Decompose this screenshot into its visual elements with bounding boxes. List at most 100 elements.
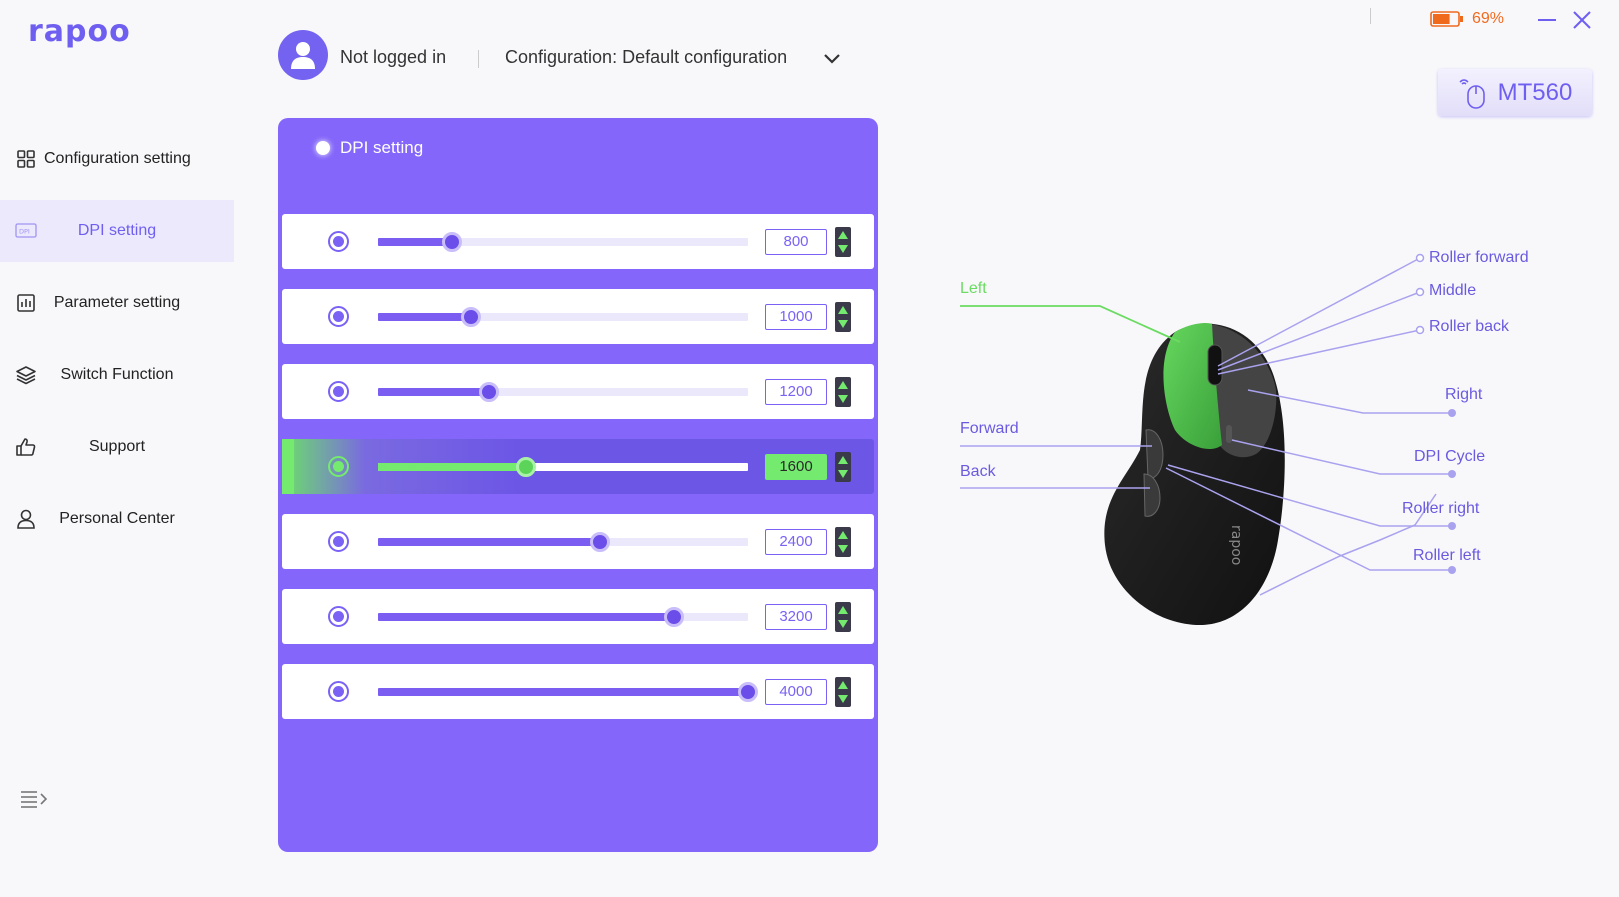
sidebar-item-switch-function[interactable]: Switch Function — [0, 344, 234, 406]
dpi-slider[interactable] — [378, 307, 748, 327]
label-middle[interactable]: Middle — [1429, 282, 1477, 299]
dpi-level-row[interactable]: 1200 — [282, 364, 874, 419]
stepper-up-icon[interactable] — [838, 606, 848, 614]
login-status[interactable]: Not logged in — [340, 47, 447, 67]
label-roller-right[interactable]: Roller right — [1402, 500, 1480, 517]
dpi-slider-handle[interactable] — [442, 232, 462, 252]
label-back[interactable]: Back — [960, 463, 996, 480]
label-dpi-cycle[interactable]: DPI Cycle — [1414, 448, 1486, 465]
dpi-slider[interactable] — [378, 232, 748, 252]
dpi-panel-title: DPI setting — [340, 138, 424, 157]
rapoo-logo: rapoo — [28, 14, 131, 49]
battery-percent: 69% — [1472, 10, 1505, 27]
dpi-panel-header: DPI setting — [316, 138, 423, 158]
panel-indicator-dot — [316, 141, 330, 155]
collapse-menu-icon[interactable] — [20, 788, 48, 810]
dpi-level-row[interactable]: 3200 — [282, 589, 874, 644]
stepper-up-icon[interactable] — [838, 306, 848, 314]
dpi-stepper[interactable] — [835, 527, 851, 557]
sidebar-item-label: Switch Function — [60, 366, 174, 383]
stepper-up-icon[interactable] — [838, 231, 848, 239]
dpi-stepper[interactable] — [835, 302, 851, 332]
window-divider — [1370, 8, 1371, 24]
dpi-stepper[interactable] — [835, 602, 851, 632]
device-name: MT560 — [1497, 78, 1573, 106]
sidebar-item-label: Personal Center — [59, 510, 175, 527]
close-button[interactable] — [1570, 8, 1594, 32]
dpi-level-row-active[interactable]: 1600 — [282, 439, 874, 494]
stepper-up-icon[interactable] — [838, 456, 848, 464]
dpi-value-input[interactable]: 3200 — [765, 604, 827, 630]
dpi-slider[interactable] — [378, 532, 748, 552]
dpi-slider[interactable] — [378, 457, 748, 477]
stepper-up-icon[interactable] — [838, 381, 848, 389]
dpi-stepper[interactable] — [835, 227, 851, 257]
minimize-button[interactable] — [1535, 6, 1559, 30]
dpi-slider-handle[interactable] — [461, 307, 481, 327]
dpi-level-radio[interactable] — [328, 681, 349, 702]
dpi-level-radio[interactable] — [328, 231, 349, 252]
grid-icon — [15, 148, 37, 170]
user-avatar-icon — [291, 42, 315, 69]
dpi-slider-handle[interactable] — [738, 682, 758, 702]
dpi-slider-handle[interactable] — [516, 457, 536, 477]
stepper-down-icon[interactable] — [838, 470, 848, 478]
configuration-selector[interactable]: Configuration: Default configuration — [505, 47, 788, 67]
dpi-level-radio[interactable] — [328, 456, 349, 477]
dpi-stepper[interactable] — [835, 677, 851, 707]
label-right[interactable]: Right — [1445, 386, 1483, 403]
dpi-slider[interactable] — [378, 682, 758, 702]
user-icon — [15, 508, 37, 530]
sidebar-item-label: Support — [88, 438, 146, 455]
dpi-icon: DPI — [15, 220, 37, 242]
stepper-down-icon[interactable] — [838, 320, 848, 328]
stepper-up-icon[interactable] — [838, 681, 848, 689]
label-forward[interactable]: Forward — [960, 420, 1019, 437]
sidebar-item-personal-center[interactable]: Personal Center — [0, 488, 234, 550]
dpi-slider-handle[interactable] — [664, 607, 684, 627]
dpi-slider-handle[interactable] — [590, 532, 610, 552]
dpi-value-input[interactable]: 1200 — [765, 379, 827, 405]
mouse-button-diagram: rapoo Left Roller forward Middle Rol — [960, 240, 1529, 640]
dpi-value-input[interactable]: 4000 — [765, 679, 827, 705]
sidebar-item-dpi-setting[interactable]: DPI DPI setting — [0, 200, 234, 262]
stepper-down-icon[interactable] — [838, 620, 848, 628]
sidebar-item-label: Parameter setting — [53, 294, 181, 311]
dpi-slider[interactable] — [378, 607, 748, 627]
dpi-value-input[interactable]: 2400 — [765, 529, 827, 555]
dpi-value-input[interactable]: 1000 — [765, 304, 827, 330]
user-avatar[interactable] — [278, 30, 328, 80]
dpi-level-row[interactable]: 4000 — [282, 664, 874, 719]
header-divider — [478, 50, 479, 68]
sidebar-item-configuration-setting[interactable]: Configuration setting — [0, 128, 234, 190]
sidebar-item-support[interactable]: Support — [0, 416, 234, 478]
stepper-down-icon[interactable] — [838, 395, 848, 403]
stepper-down-icon[interactable] — [838, 545, 848, 553]
dpi-slider-handle[interactable] — [479, 382, 499, 402]
stepper-down-icon[interactable] — [838, 245, 848, 253]
stepper-up-icon[interactable] — [838, 531, 848, 539]
dpi-slider[interactable] — [378, 382, 748, 402]
dpi-level-row[interactable]: 2400 — [282, 514, 874, 569]
sidebar-item-parameter-setting[interactable]: Parameter setting — [0, 272, 234, 334]
dpi-level-row[interactable]: 1000 — [282, 289, 874, 344]
dpi-level-row[interactable]: 800 — [282, 214, 874, 269]
battery-icon — [1430, 11, 1464, 27]
dpi-level-radio[interactable] — [328, 606, 349, 627]
label-roller-back[interactable]: Roller back — [1429, 318, 1510, 335]
dpi-stepper[interactable] — [835, 377, 851, 407]
dpi-level-radio[interactable] — [328, 531, 349, 552]
dpi-stepper[interactable] — [835, 452, 851, 482]
chevron-down-icon[interactable] — [822, 52, 842, 66]
label-roller-left[interactable]: Roller left — [1413, 547, 1481, 564]
label-left[interactable]: Left — [960, 280, 987, 297]
device-badge[interactable]: MT560 — [1438, 69, 1592, 116]
dpi-level-radio[interactable] — [328, 381, 349, 402]
stepper-down-icon[interactable] — [838, 695, 848, 703]
dpi-value-input[interactable]: 1600 — [765, 454, 827, 480]
label-roller-forward[interactable]: Roller forward — [1429, 249, 1529, 266]
dpi-value-input[interactable]: 800 — [765, 229, 827, 255]
wireless-mouse-icon — [1459, 78, 1485, 109]
minimize-icon — [1538, 19, 1556, 21]
dpi-level-radio[interactable] — [328, 306, 349, 327]
